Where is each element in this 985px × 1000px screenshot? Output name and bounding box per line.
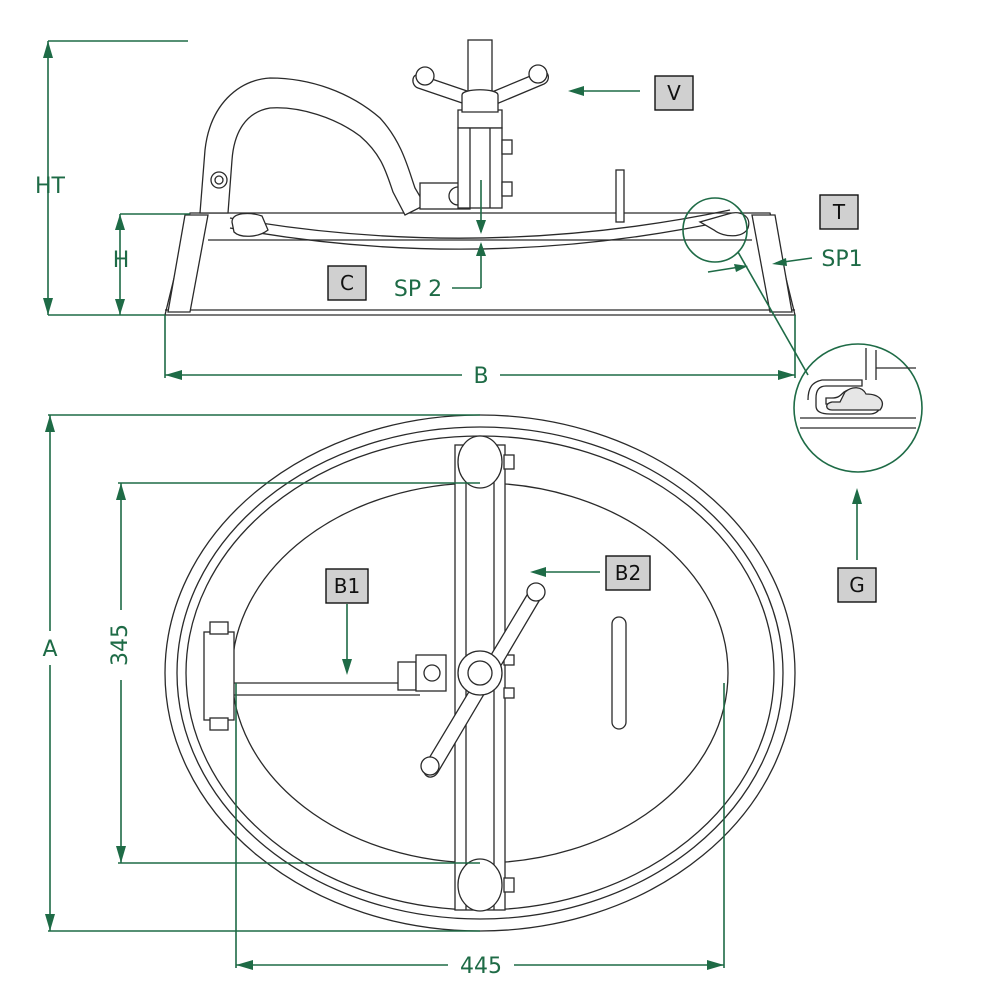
tag-b2: B2 — [605, 555, 651, 591]
dim-445-label: 445 — [460, 954, 502, 979]
svg-text:C: C — [340, 271, 354, 295]
detail-circle-small — [682, 197, 748, 263]
hinge-block — [203, 621, 447, 731]
svg-text:G: G — [849, 573, 865, 597]
dim-ht-label: HT — [35, 174, 66, 199]
top-view — [164, 414, 796, 932]
svg-text:T: T — [832, 200, 846, 224]
callout-sp1-label: SP1 — [821, 247, 862, 272]
dim-h-label: H — [113, 248, 130, 273]
vent-pin — [615, 169, 625, 223]
vent-slot — [611, 616, 627, 730]
detail-g — [793, 343, 923, 473]
lid-profile — [229, 209, 750, 250]
svg-text:B1: B1 — [334, 574, 360, 598]
dim-a-label: A — [42, 637, 57, 662]
handwheel-plan — [420, 582, 546, 778]
tag-g: G — [837, 567, 877, 603]
callout-sp2-label: SP 2 — [394, 277, 442, 302]
hinge-arm — [199, 77, 471, 216]
dimension-lines — [43, 40, 862, 970]
svg-text:V: V — [667, 81, 681, 105]
tag-b1: B1 — [325, 568, 369, 604]
dim-345-label: 345 — [108, 624, 133, 666]
tag-v: V — [654, 75, 694, 111]
svg-text:B2: B2 — [615, 561, 641, 585]
handwheel-assembly — [412, 39, 550, 209]
frame-collar — [164, 212, 796, 316]
dim-b-label: B — [473, 364, 488, 389]
tag-c: C — [327, 265, 367, 301]
tag-t: T — [819, 194, 859, 230]
side-view — [164, 39, 809, 376]
